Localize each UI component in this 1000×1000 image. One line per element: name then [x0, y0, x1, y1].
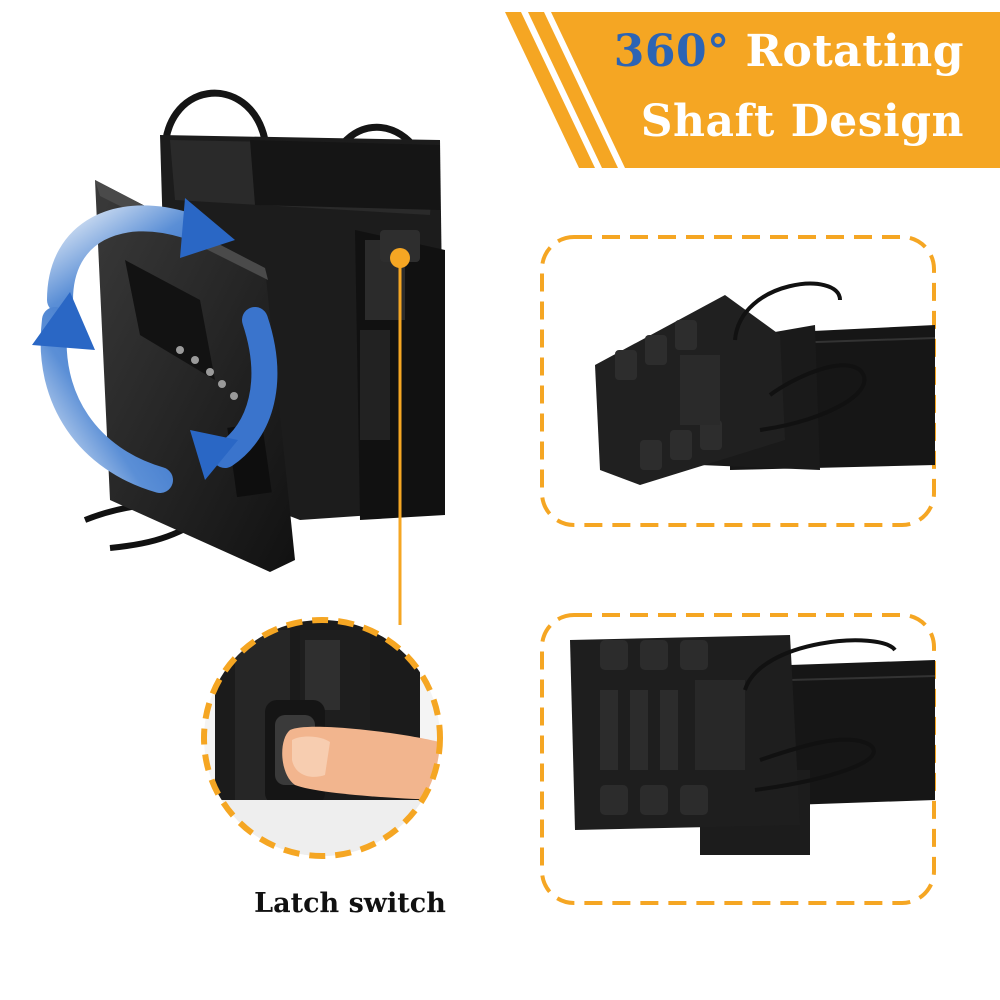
callout-connector	[390, 248, 410, 625]
belt-mount-view-1	[540, 235, 936, 527]
latch-switch-caption: Latch switch	[254, 888, 446, 919]
latch-zoom-circle	[201, 617, 443, 859]
banner-accent-degrees: 360°	[613, 26, 730, 77]
rotation-arrows-icon	[32, 198, 278, 493]
belt-mount-view-2	[540, 613, 936, 905]
banner-shape	[505, 12, 1000, 168]
banner-title-line2: Shaft Design	[640, 96, 964, 147]
banner: 360° Rotating Shaft Design	[0, 0, 1000, 175]
banner-rotating-text: Rotating	[729, 26, 964, 77]
banner-title-line1: 360° Rotating	[614, 30, 964, 74]
